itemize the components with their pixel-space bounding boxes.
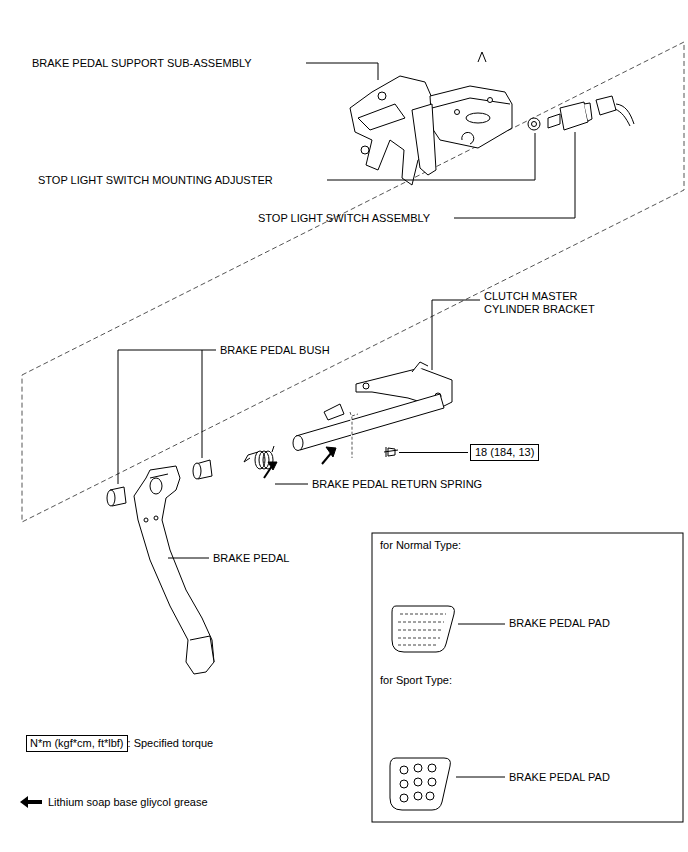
legend-text: Lithium soap base gliycol grease [48, 796, 208, 808]
leader-lines [118, 63, 575, 777]
node-text: 18 (184, 13) [475, 446, 534, 459]
part-label: STOP LIGHT SWITCH ASSEMBLY [258, 212, 430, 225]
pedal-pad-normal-drawing [392, 606, 454, 652]
part-label: BRAKE PEDAL RETURN SPRING [312, 478, 482, 491]
stop-light-switch-drawing [548, 96, 634, 130]
switch-adjuster-drawing [528, 118, 540, 130]
part-label: BRAKE PEDAL BUSH [220, 344, 330, 357]
node-text: N*m (kgf*cm, ft*lbf) [26, 735, 128, 752]
torque-key: N*m (kgf*cm, ft*lbf): Specified torque [26, 735, 213, 752]
part-label: STOP LIGHT SWITCH MOUNTING ADJUSTER [38, 174, 273, 187]
part-label: CLUTCH MASTER CYLINDER BRACKET [484, 290, 634, 316]
node-text: for Sport Type: [380, 674, 452, 687]
pedal-support-drawing [350, 52, 512, 185]
legend-item: Lithium soap base gliycol grease [18, 795, 208, 809]
node-subtext: BRAKE PEDAL PAD [509, 617, 610, 630]
grease-mark [326, 447, 336, 457]
pedal-pad-sport-drawing [390, 758, 450, 810]
return-spring-drawing [244, 446, 277, 478]
node-subtext: BRAKE PEDAL PAD [509, 771, 610, 784]
pad-type-cell: for Normal Type: BRAKE PEDAL PAD [372, 533, 683, 668]
brake-pedal-drawing [134, 466, 214, 674]
assembly-outline [22, 42, 684, 522]
torque-leader [399, 452, 468, 453]
node-subtext: : Specified torque [128, 735, 214, 752]
shaft-bracket-drawing [293, 362, 452, 458]
node-text: for Normal Type: [380, 539, 461, 552]
pad-panel [372, 533, 683, 822]
part-label: BRAKE PEDAL SUPPORT SUB-ASSEMBLY [32, 57, 252, 70]
pad-type-cell: for Sport Type: BRAKE PEDAL PAD [372, 668, 683, 822]
torque-box: 18 (184, 13) [470, 444, 539, 461]
part-label: BRAKE PEDAL [213, 552, 289, 565]
grease-arrow-sample [18, 796, 44, 808]
